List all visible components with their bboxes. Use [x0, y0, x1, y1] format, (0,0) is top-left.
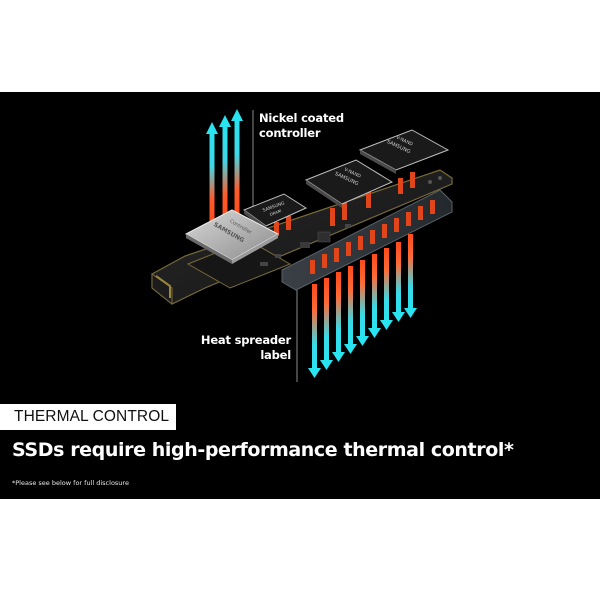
disclosure-note: *Please see below for full disclosure [12, 479, 129, 487]
thermal-control-banner: SAMSUNG V-NAND SAMSUNG V-NAND SAMSUNG DR… [0, 92, 600, 499]
ssd-thermal-illustration: SAMSUNG V-NAND SAMSUNG V-NAND SAMSUNG DR… [151, 109, 453, 382]
up-heat-arrows [206, 109, 243, 228]
thermal-control-badge: THERMAL CONTROL [0, 404, 176, 430]
dram-chip: SAMSUNG DRAM [242, 193, 308, 236]
nickel-controller-callout: Nickel coated controller [259, 111, 344, 141]
nickel-controller-chip: SAMSUNG Controller [184, 209, 280, 264]
callout-line-1: Heat spreader [200, 333, 291, 347]
heat-spreader-callout: Heat spreader label [201, 333, 291, 363]
headline: SSDs require high-performance thermal co… [12, 439, 514, 461]
vnand-chip-back: SAMSUNG V-NAND [358, 129, 450, 194]
down-heat-arrows [308, 234, 417, 378]
ssd-pcb [151, 169, 453, 306]
vnand-chip-front: SAMSUNG V-NAND [304, 159, 394, 226]
svg-text:DRAM: DRAM [269, 208, 282, 217]
callout-line-2: controller [259, 126, 321, 140]
callout-line-2: label [260, 348, 291, 362]
callout-line-1: Nickel coated [259, 111, 344, 125]
thermal-pillars [310, 200, 435, 274]
